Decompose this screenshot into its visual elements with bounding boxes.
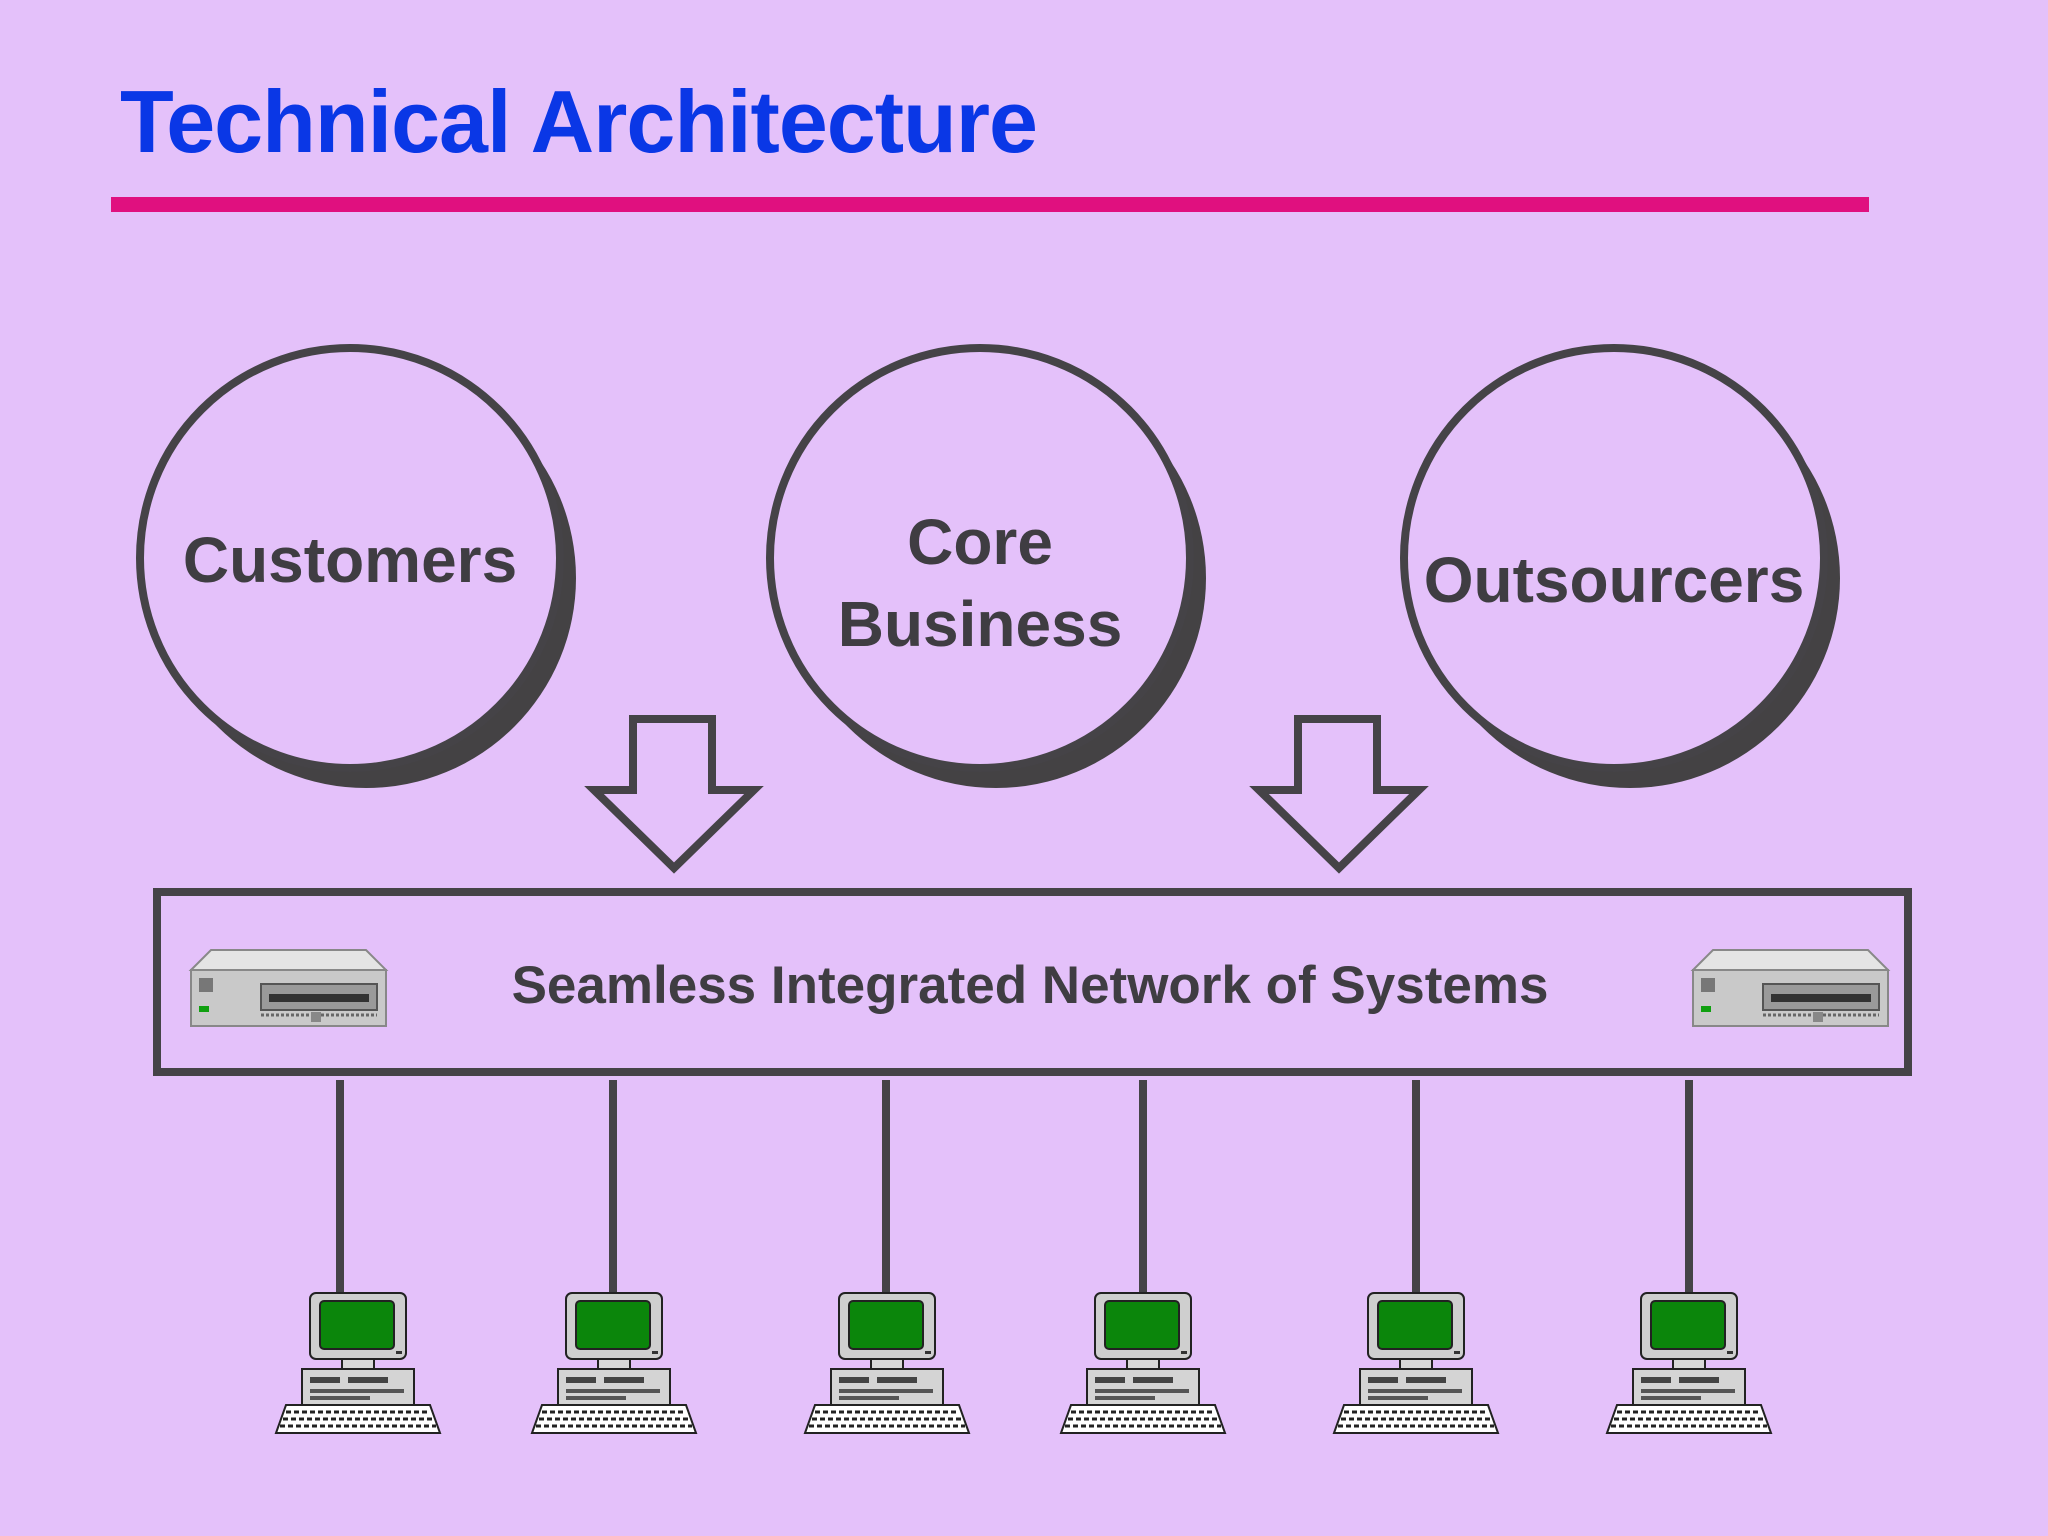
left-server-icon <box>189 948 388 1028</box>
core-business-label-line-1: Core <box>907 506 1053 578</box>
workstation-icon <box>274 1291 442 1435</box>
core-business-circle <box>766 344 1206 788</box>
network-label: Seamless Integrated Network of Systems <box>511 956 1549 1015</box>
outsourcers-label: Outsourcers <box>1423 544 1805 616</box>
customers-label: Customers <box>182 524 518 596</box>
title-underline <box>111 197 1869 212</box>
network-box <box>153 888 1912 1076</box>
outsourcers-circle <box>1400 344 1840 788</box>
customers-circle <box>136 344 576 788</box>
workstation-icon <box>1605 1291 1773 1435</box>
workstation-icon <box>803 1291 971 1435</box>
right-down-arrow <box>1249 715 1429 874</box>
core-business-label: Core Business <box>770 502 1190 666</box>
right-server-icon <box>1691 948 1890 1028</box>
left-down-arrow <box>584 715 764 874</box>
workstation-icon <box>530 1291 698 1435</box>
workstation-icon <box>1059 1291 1227 1435</box>
core-business-label-line-2: Business <box>837 587 1123 660</box>
workstation-icon <box>1332 1291 1500 1435</box>
network-connectors <box>336 1080 1693 1292</box>
slide-title: Technical Architecture <box>120 72 1038 171</box>
